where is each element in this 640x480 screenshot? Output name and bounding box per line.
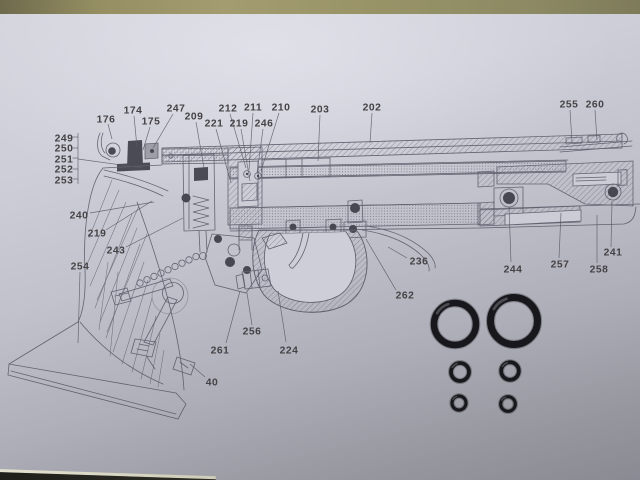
part-label-174: 174 [124, 106, 143, 117]
leader-line-262 [365, 238, 397, 291]
part-label-262: 262 [396, 291, 415, 302]
part-label-211: 211 [244, 103, 262, 114]
o-ring-large-left [429, 298, 481, 350]
part-label-251: 251 [55, 155, 74, 166]
part-label-261: 261 [211, 346, 230, 357]
leader-line-256 [246, 292, 253, 326]
hammer-assembly [181, 153, 216, 260]
part-label-256: 256 [243, 327, 262, 338]
mainspring-and-lever [110, 253, 200, 376]
part-label-253: 253 [55, 176, 74, 187]
part-label-202: 202 [363, 103, 382, 114]
o-ring-small-left [449, 393, 469, 413]
leader-line-209 [195, 121, 205, 169]
table-surface-top [0, 0, 640, 14]
part-label-246: 246 [255, 119, 274, 130]
o-ring-medium-right [498, 359, 522, 383]
part-label-241: 241 [604, 248, 623, 259]
leader-line-247 [152, 113, 174, 149]
leader-line-246 [256, 128, 264, 174]
part-label-252: 252 [55, 165, 74, 176]
part-label-40: 40 [206, 378, 218, 389]
leader-line-212 [229, 113, 247, 169]
part-label-221: 221 [205, 119, 224, 130]
rear-sight-assembly [97, 132, 169, 197]
part-label-212: 212 [219, 104, 238, 115]
part-label-250: 250 [55, 144, 74, 155]
frame-rear-curve [361, 225, 436, 272]
part-label-249: 249 [55, 134, 74, 145]
part-label-224: 224 [280, 346, 299, 357]
part-label-203: 203 [311, 105, 330, 116]
o-rings-layer [429, 292, 543, 415]
o-ring-small-right [498, 394, 519, 415]
leader-line-240 [89, 201, 155, 214]
part-label-219: 219 [88, 229, 107, 240]
leader-line-224 [277, 290, 287, 343]
part-label-257: 257 [551, 260, 570, 271]
pistol-cross-section-drawing [7, 132, 640, 420]
leader-line-211 [248, 112, 254, 171]
leader-line-210 [260, 112, 280, 172]
part-label-240: 240 [70, 211, 89, 222]
trigger [288, 232, 310, 269]
part-label-175: 175 [142, 117, 161, 128]
part-label-260: 260 [586, 100, 605, 111]
part-label-209: 209 [185, 112, 204, 123]
leader-line-255 [569, 109, 573, 143]
leader-line-174 [133, 115, 138, 148]
part-label-254: 254 [71, 262, 90, 273]
o-ring-medium-left [448, 360, 472, 384]
leader-line-175 [142, 126, 151, 151]
wood-grain [87, 179, 165, 388]
pump-rod [235, 225, 272, 290]
part-label-258: 258 [590, 265, 609, 276]
leader-line-203 [317, 114, 321, 162]
leader-line-176 [107, 123, 113, 140]
leader-line-219 [105, 200, 153, 231]
leader-line-40 [189, 363, 206, 378]
part-label-247: 247 [167, 104, 186, 115]
leader-line-236 [387, 246, 408, 259]
leader-line-221 [215, 128, 232, 184]
end-cap-assembly [479, 160, 640, 229]
leader-line-219 [240, 128, 251, 182]
sear-assembly [204, 232, 288, 294]
o-ring-large-right [485, 292, 543, 350]
part-label-243: 243 [107, 246, 126, 257]
leader-line-244 [508, 206, 512, 263]
leader-line-202 [369, 112, 373, 144]
leader-line-260 [594, 109, 598, 141]
part-label-236: 236 [410, 257, 429, 268]
bolt-strip [161, 147, 229, 165]
bracket-249-253 [72, 133, 144, 184]
part-label-255: 255 [560, 100, 579, 111]
leader-line-257 [558, 212, 562, 259]
part-label-244: 244 [504, 265, 523, 276]
leader-line-254 [77, 271, 81, 344]
part-label-176: 176 [97, 115, 116, 126]
leader-line-241 [610, 200, 613, 248]
part-label-219: 219 [230, 119, 249, 130]
leader-line-261 [225, 290, 241, 344]
right-sight-assembly [559, 132, 633, 153]
part-label-210: 210 [272, 103, 291, 114]
leader-line-243 [125, 217, 184, 248]
grip [7, 167, 187, 420]
